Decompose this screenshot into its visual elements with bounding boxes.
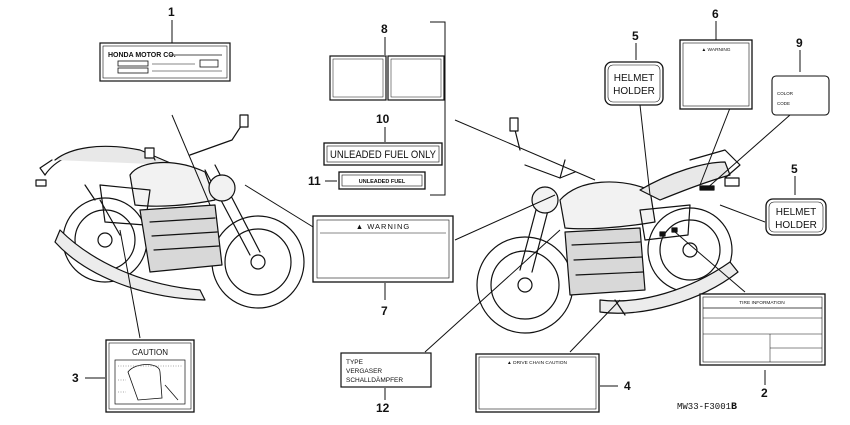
label-11-unleaded-fuel: UNLEADED FUEL [338,171,426,190]
label-6-warning-small: ▲ WARNING [679,39,753,110]
callout-7: 7 [381,304,388,318]
diagram-code-suffix: B [731,402,737,413]
diagram-code-main: MW33-F3001 [677,402,731,412]
drive-chain-text: ▲ DRIVE CHAIN CAUTION [507,360,567,366]
helmet-top-line1: HELMET [614,73,655,84]
label-2-tire-information: TIRE INFORMATION [699,293,826,366]
unleaded-fuel-small-text: UNLEADED FUEL [359,179,406,185]
type-text: TYPE [346,359,364,366]
label-3-caution: CAUTION [105,339,195,413]
callout-12: 12 [376,401,390,415]
diagram-code: MW33-F3001B [677,402,737,413]
callout-3: 3 [72,371,79,385]
label-7-warning: ▲ WARNING [312,215,454,283]
helmet-bottom-line2: HOLDER [775,220,817,231]
honda-motor-text: HONDA MOTOR CO. [108,52,176,59]
callout-8: 8 [381,22,388,36]
label-5-helmet-holder-bottom: HELMET HOLDER [765,198,827,236]
callout-6: 6 [712,7,719,21]
callout-ticks [85,20,801,400]
callout-9: 9 [796,36,803,50]
label-12-type-vergaser: TYPE VERGASER SCHALLDÄMPFER [340,352,432,388]
motorcycle-left-illustration [35,114,305,309]
label-9-color-code: COLOR CODE [771,75,830,116]
callout-1: 1 [168,5,175,19]
vergaser-text: VERGASER [346,368,382,375]
schalldampfer-text: SCHALLDÄMPFER [346,376,403,384]
helmet-top-line2: HOLDER [613,86,655,97]
callout-4: 4 [624,379,631,393]
label-4-drive-chain-caution: ▲ DRIVE CHAIN CAUTION [475,353,600,413]
code-text: CODE [777,101,790,106]
warning-small-text: ▲ WARNING [701,47,730,53]
motorcycle-right-illustration [476,117,741,334]
caution-text: CAUTION [132,348,168,357]
leader-lines [119,21,791,353]
callout-5-top: 5 [632,29,639,43]
callout-2: 2 [761,386,768,400]
warning-large-text: ▲ WARNING [356,222,410,231]
callout-11: 11 [308,174,321,188]
label-10-unleaded-fuel-only: UNLEADED FUEL ONLY [323,142,443,166]
label-8-blank-panels [329,55,445,101]
helmet-bottom-line1: HELMET [776,207,817,218]
callout-5-bottom: 5 [791,162,798,176]
label-5-helmet-holder-top: HELMET HOLDER [604,61,664,106]
callout-10: 10 [376,112,390,126]
color-text: COLOR [777,91,794,96]
tire-info-text: TIRE INFORMATION [739,300,785,306]
label-1-honda-plate: HONDA MOTOR CO. [99,42,231,82]
unleaded-fuel-only-text: UNLEADED FUEL ONLY [330,149,437,161]
